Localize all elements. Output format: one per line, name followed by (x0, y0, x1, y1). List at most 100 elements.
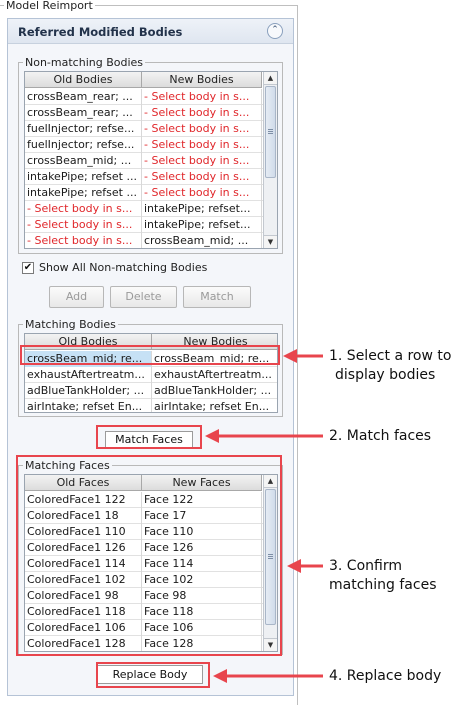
table-row[interactable]: crossBeam_rear; ...- Select body in s... (25, 105, 264, 121)
annotation-step1: 1. Select a row to display bodies (329, 347, 451, 385)
table-cell-new: Face 106 (142, 620, 262, 636)
annotation-step3-line1: 3. Confirm (329, 558, 402, 574)
table-cell-new: adBlueTankHolder; ... (154, 384, 272, 397)
table-cell-old: airIntake; refset En... (25, 399, 152, 412)
table-row[interactable]: intakePipe; refset ...- Select body in s… (25, 169, 264, 185)
table-row[interactable]: exhaustAftertreatm...exhaustAftertreatm.… (25, 367, 277, 383)
column-header-old-faces[interactable]: Old Faces (25, 475, 142, 491)
arrow-head-step3 (287, 559, 301, 573)
arrow-head-step1 (283, 349, 297, 363)
table-cell-old: ColoredFace1 128 (25, 636, 142, 651)
table-cell-new: - Select body in s... (142, 137, 262, 153)
table-row[interactable]: adBlueTankHolder; ...adBlueTankHolder; .… (25, 383, 277, 399)
column-header-new-bodies[interactable]: New Bodies (183, 335, 248, 348)
table-cell-old: ColoredFace1 126 (25, 540, 142, 556)
table-cell-new: Face 126 (142, 540, 262, 556)
annotation-step1-line1: 1. Select a row to (329, 348, 452, 364)
table-cell-old: ColoredFace1 110 (25, 524, 142, 540)
table-cell-new: Face 98 (142, 588, 262, 604)
table-cell-old: ColoredFace1 118 (25, 604, 142, 620)
table-cell-old: exhaustAftertreatm... (25, 367, 152, 383)
show-all-checkbox[interactable]: ✔ (22, 262, 34, 274)
replace-body-button[interactable]: Replace Body (97, 665, 203, 684)
non-matching-bodies-group: Non-matching Bodies Old Bodies New Bodie… (18, 56, 283, 254)
highlight-selected-row (20, 345, 280, 365)
table-cell-new: crossBeam_mid; ... (142, 233, 262, 248)
table-row[interactable]: crossBeam_mid; ...- Select body in s... (25, 153, 264, 169)
table-row[interactable]: - Select body in s...intakePipe; refset.… (25, 217, 264, 233)
table-cell-old: ColoredFace1 114 (25, 556, 142, 572)
column-header-old-bodies[interactable]: Old Bodies (25, 334, 152, 350)
table-cell-old: ColoredFace1 122 (25, 492, 142, 508)
column-header-old-bodies[interactable]: Old Bodies (25, 72, 142, 88)
table-row[interactable]: intakePipe; refset ...- Select body in s… (25, 185, 264, 201)
add-button[interactable]: Add (49, 286, 104, 308)
table-cell-old: - Select body in s... (25, 201, 142, 217)
table-cell-old: crossBeam_mid; ... (25, 153, 142, 169)
annotation-step3-line2: matching faces (329, 577, 437, 593)
highlight-match-faces (96, 425, 202, 449)
table-cell-new: - Select body in s... (142, 153, 262, 169)
scroll-down-icon[interactable]: ▼ (264, 638, 277, 651)
annotation-step3: 3. Confirm matching faces (329, 557, 437, 595)
table-cell-old: crossBeam_rear; ... (25, 89, 142, 105)
matching-faces-legend: Matching Faces (23, 459, 112, 472)
matching-faces-scrollbar[interactable]: ▲ ▼ (263, 475, 277, 651)
scroll-up-icon[interactable]: ▲ (264, 72, 277, 85)
collapse-icon[interactable]: ⌃ (267, 23, 283, 39)
delete-button[interactable]: Delete (110, 286, 177, 308)
table-cell-new: Face 118 (142, 604, 262, 620)
table-cell-new: - Select body in s... (142, 169, 262, 185)
arrow-head-step4 (213, 669, 227, 683)
annotation-step4: 4. Replace body (329, 668, 442, 684)
arrow-head-step2 (205, 429, 219, 443)
table-cell-old: crossBeam_rear; ... (25, 105, 142, 121)
column-header-new-faces[interactable]: New Faces (142, 475, 262, 491)
annotation-step2: 2. Match faces (329, 428, 432, 444)
panel-title: Referred Modified Bodies (18, 25, 183, 39)
table-cell-old: intakePipe; refset ... (25, 169, 142, 185)
table-cell-new: - Select body in s... (142, 185, 262, 201)
table-row[interactable]: fuelInjector; refse...- Select body in s… (25, 121, 264, 137)
matching-bodies-legend: Matching Bodies (23, 318, 118, 331)
table-cell-old: - Select body in s... (25, 233, 142, 248)
table-row[interactable]: - Select body in s...intakePipe; refset.… (25, 201, 264, 217)
panel-header[interactable]: Referred Modified Bodies ⌃ (8, 19, 293, 44)
scroll-down-icon[interactable]: ▼ (264, 235, 277, 248)
table-row[interactable]: airIntake; refset En...airIntake; refset… (25, 399, 277, 413)
non-matching-scrollbar[interactable]: ▲ ▼ (263, 72, 277, 248)
table-cell-old: ColoredFace1 102 (25, 572, 142, 588)
match-button[interactable]: Match (183, 286, 251, 308)
non-matching-bodies-table: Old Bodies New Bodies crossBeam_rear; ..… (24, 71, 278, 249)
scroll-thumb[interactable] (265, 86, 276, 178)
column-header-new-bodies[interactable]: New Bodies (142, 72, 262, 88)
table-row[interactable]: crossBeam_rear; ...- Select body in s... (25, 89, 264, 105)
table-cell-new: Face 128 (142, 636, 262, 651)
table-cell-new: exhaustAftertreatm... (154, 368, 272, 381)
matching-faces-table-header: Old Faces New Faces (25, 475, 262, 491)
table-cell-old: ColoredFace1 106 (25, 620, 142, 636)
non-matching-bodies-legend: Non-matching Bodies (23, 56, 146, 69)
table-cell-new: crossBeam_mid; re... (154, 352, 270, 365)
table-cell-old: - Select body in s... (25, 217, 142, 233)
table-cell-new: airIntake; refset En... (154, 400, 270, 413)
scroll-thumb[interactable] (265, 489, 276, 625)
table-cell-old: fuelInjector; refse... (25, 121, 142, 137)
table-cell-new: intakePipe; refset... (142, 217, 262, 233)
table-row[interactable]: - Select body in s...crossBeam_mid; ... (25, 233, 264, 248)
scroll-up-icon[interactable]: ▲ (264, 475, 277, 488)
table-cell-new: intakePipe; refset... (142, 201, 262, 217)
table-row[interactable]: fuelInjector; refse...- Select body in s… (25, 137, 264, 153)
highlight-replace-body (96, 662, 210, 688)
